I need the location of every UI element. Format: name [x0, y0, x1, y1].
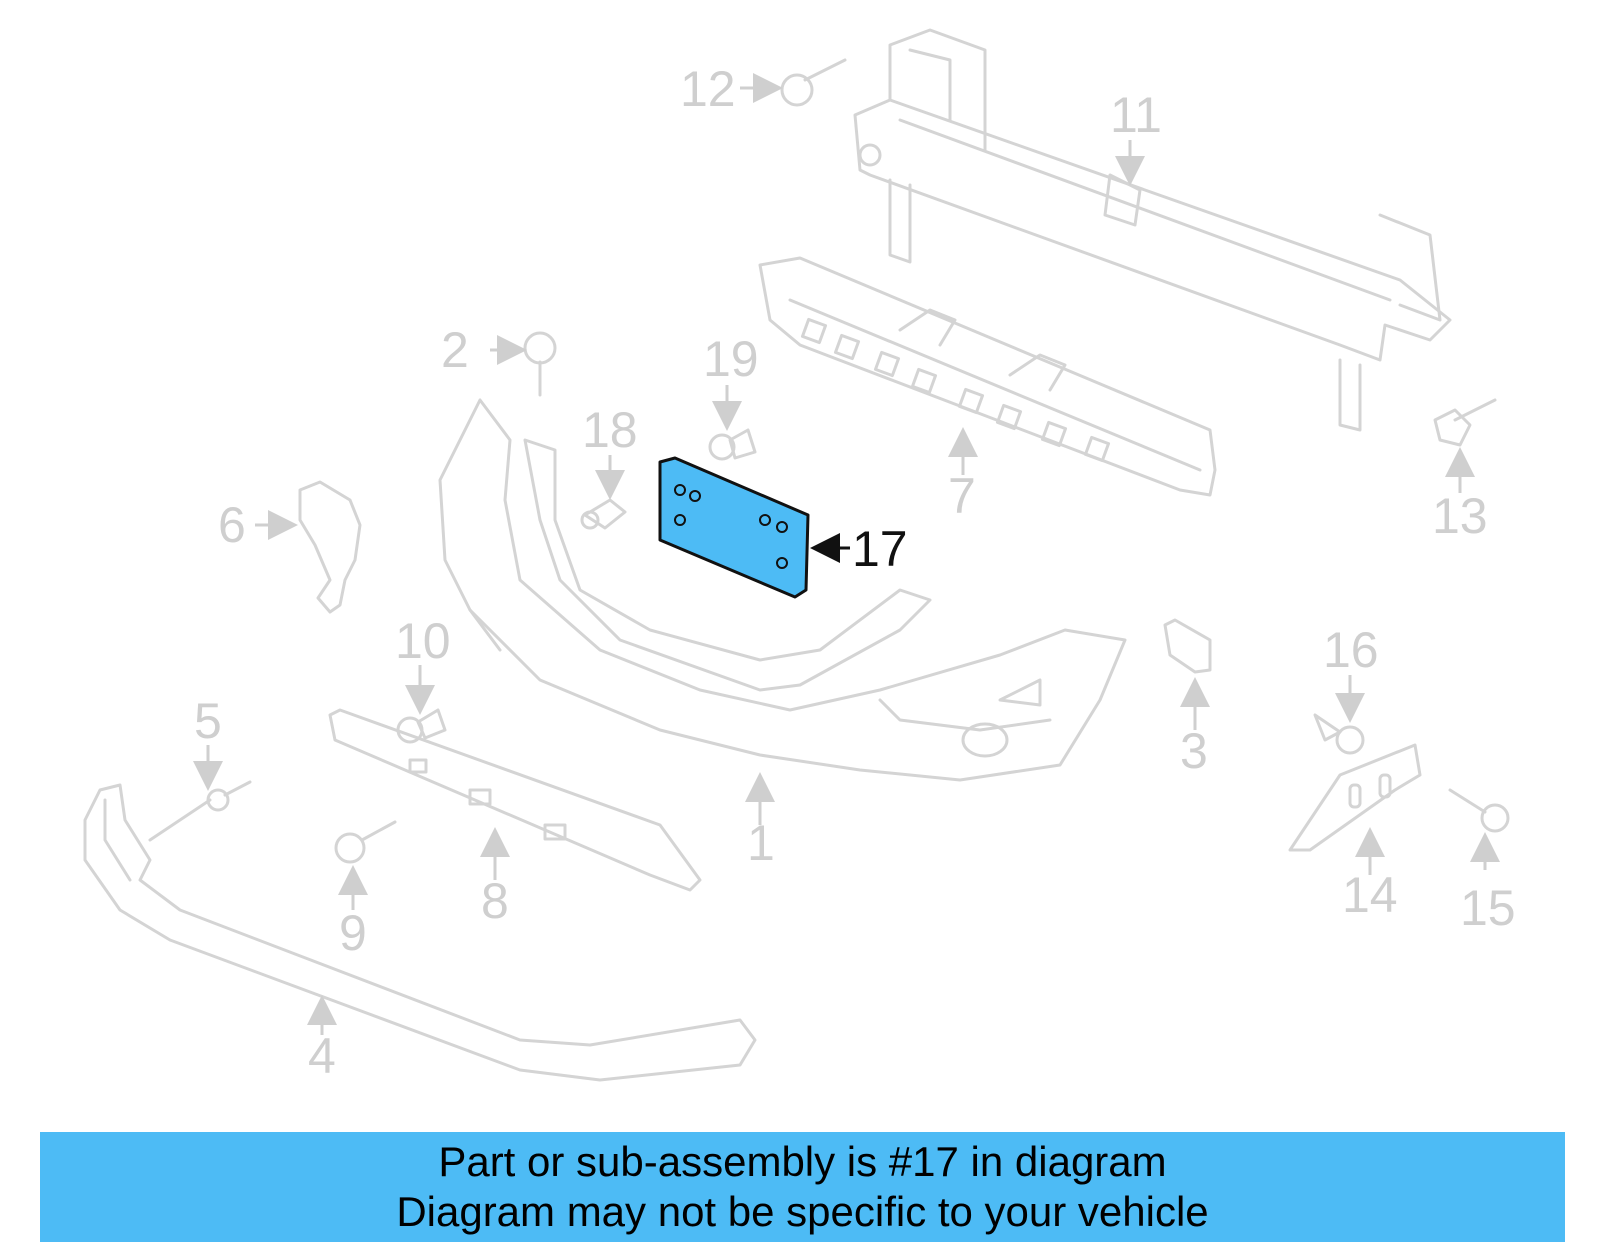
banner-line-2: Diagram may not be specific to your vehi… — [396, 1188, 1209, 1235]
part-8-lower-bracket — [328, 708, 702, 892]
part-4-lower-spoiler — [83, 783, 757, 1082]
callout-2: 2 — [441, 322, 469, 378]
part-17-license-plate-bracket[interactable] — [658, 456, 810, 599]
part-18-clip — [580, 498, 627, 530]
callout-7: 7 — [948, 468, 976, 524]
callout-14: 14 — [1342, 867, 1398, 923]
callout-11: 11 — [1110, 87, 1162, 143]
part-15-screw — [1448, 788, 1510, 833]
callout-arrows — [193, 73, 1500, 1035]
callout-13: 13 — [1432, 488, 1488, 544]
part-3-small-bracket — [1163, 618, 1212, 674]
callout-10: 10 — [395, 613, 451, 669]
callout-18: 18 — [582, 402, 638, 458]
callout-19: 19 — [703, 331, 759, 387]
part-2-screw — [523, 331, 557, 397]
part-5-rivet — [148, 780, 252, 842]
callout-8: 8 — [481, 873, 509, 929]
part-11-reinforcement-beam — [853, 28, 1452, 432]
callout-6: 6 — [218, 497, 246, 553]
banner-line-1: Part or sub-assembly is #17 in diagram — [438, 1138, 1167, 1185]
part-1-bumper-cover — [438, 398, 1127, 782]
callout-17[interactable]: 17 — [852, 521, 908, 577]
part-16-clip — [1313, 713, 1365, 755]
callout-16: 16 — [1323, 622, 1379, 678]
callout-12: 12 — [680, 61, 736, 117]
part-12-bolt — [780, 58, 847, 107]
part-6-side-bracket — [298, 480, 362, 614]
callout-3: 3 — [1180, 723, 1208, 779]
callout-5: 5 — [194, 693, 222, 749]
part-14-right-bracket — [1288, 743, 1422, 852]
callout-9: 9 — [339, 905, 367, 961]
callout-1: 1 — [747, 815, 775, 871]
part-19-clip — [708, 428, 757, 461]
callout-15: 15 — [1460, 880, 1516, 936]
part-10-clip — [396, 708, 447, 744]
callout-4: 4 — [308, 1028, 336, 1084]
info-banner: Part or sub-assembly is #17 in diagram D… — [40, 1132, 1565, 1242]
part-7-energy-absorber — [758, 256, 1217, 497]
part-9-screw — [334, 820, 397, 864]
part-13-bolt — [1433, 398, 1497, 447]
